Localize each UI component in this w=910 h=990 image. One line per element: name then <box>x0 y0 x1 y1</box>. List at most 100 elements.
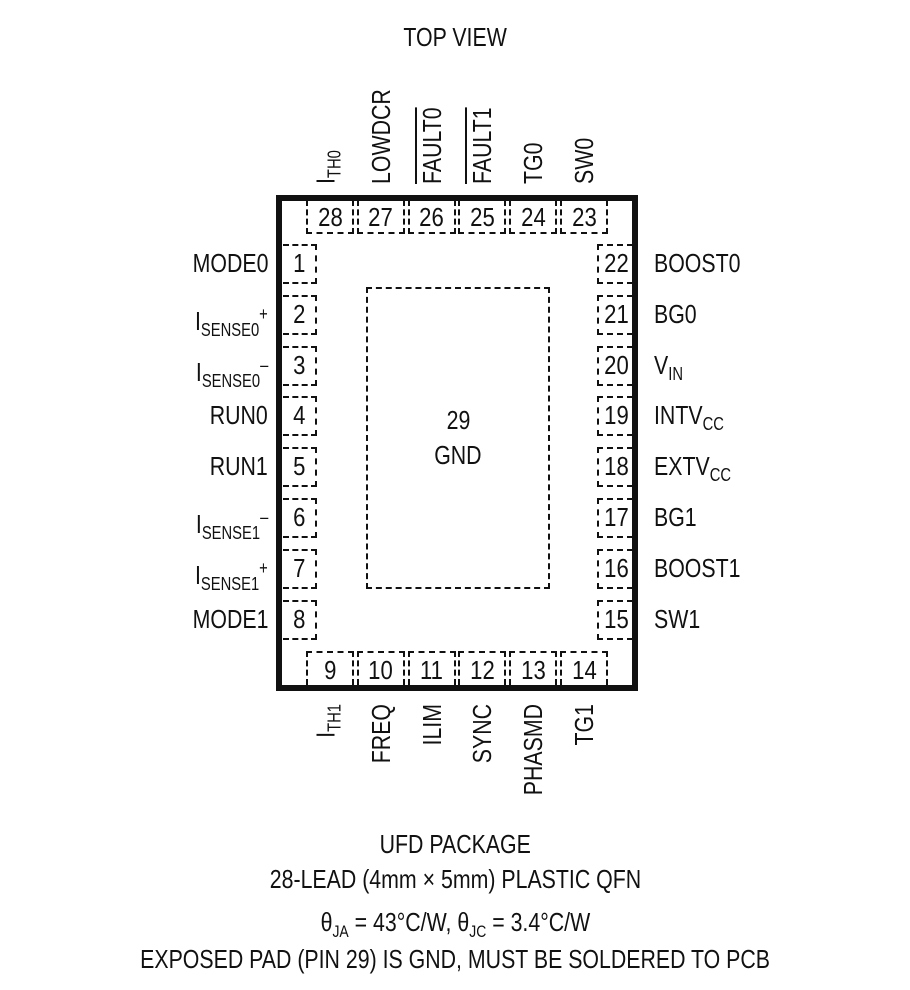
pin-number: 10 <box>368 655 394 685</box>
pin-21: 21 <box>597 294 633 335</box>
pin-number: 14 <box>571 655 597 685</box>
pin-label-main: SW1 <box>654 603 701 634</box>
pin-13: 13 <box>509 651 558 685</box>
pin-19: 19 <box>597 396 633 437</box>
pin-8: 8 <box>283 599 317 640</box>
pin-label-25: FAULT1 <box>467 91 497 184</box>
pin-label-text: ISENSE1+ <box>195 553 268 599</box>
pin-label-subscript: CC <box>702 414 724 435</box>
pin-number: 23 <box>571 202 597 232</box>
pin-number: 25 <box>470 202 495 232</box>
pin-label-text: MODE0 <box>192 248 268 278</box>
pin-label-main: I <box>310 731 341 738</box>
pin-number: 15 <box>603 603 629 634</box>
pin-number: 5 <box>292 451 306 482</box>
pin-label-main: BOOST1 <box>654 552 741 583</box>
pin-label-main: MODE0 <box>192 248 268 278</box>
package-name: UFD PACKAGE <box>379 829 531 859</box>
pin-label-text: TG1 <box>569 704 599 745</box>
pin-25: 25 <box>458 200 507 234</box>
pin-label-text: FAULT1 <box>467 107 497 184</box>
pin-22: 22 <box>597 244 633 284</box>
pin-label-superscript: + <box>259 557 268 578</box>
pin-label-4: RUN0 <box>197 400 268 430</box>
pin-7: 7 <box>283 548 317 589</box>
pin-11: 11 <box>407 651 456 685</box>
pin-label-text: EXTVCC <box>654 451 731 490</box>
pin-label-text: LOWDCR <box>366 89 396 184</box>
pin-label-6: ISENSE1– <box>180 502 268 548</box>
pin-label-main: TG1 <box>569 704 599 746</box>
thermal-text: θ <box>320 907 333 937</box>
pin-label-2: ISENSE0+ <box>179 299 268 345</box>
pin-label-text: FREQ <box>366 704 396 763</box>
pin-label-14: TG1 <box>569 704 599 755</box>
pin-label-subscript: SENSE0 <box>201 319 260 340</box>
thermal-subscript: JC <box>468 922 486 941</box>
pin-label-17: BG1 <box>654 502 706 532</box>
pin-9: 9 <box>306 651 354 685</box>
pin-23: 23 <box>560 200 608 234</box>
pin-label-text: ISENSE0– <box>196 350 268 396</box>
pin-label-subscript: SENSE1 <box>201 573 260 594</box>
pin-label-main: I <box>195 509 202 539</box>
pin-label-text: ITH1 <box>311 704 350 738</box>
pin-label-8: MODE1 <box>176 604 268 634</box>
pin-number: 24 <box>520 202 546 232</box>
package-outline <box>276 195 638 691</box>
pin-label-5: RUN1 <box>197 451 268 481</box>
pin-label-subscript: IN <box>668 363 683 384</box>
pin-label-superscript: – <box>259 354 268 375</box>
pin-label-main: FAULT0 <box>416 107 447 184</box>
pin-label-1: MODE0 <box>176 248 268 278</box>
pin-label-main: RUN0 <box>209 400 268 431</box>
pin-label-18: EXTVCC <box>654 451 748 490</box>
pin-label-text: TG0 <box>518 143 548 184</box>
pin-label-3: ISENSE0– <box>180 350 268 396</box>
pin-label-text: INTVCC <box>654 400 724 439</box>
pin-number: 26 <box>419 202 444 232</box>
thermal-text: = 3.4°C/W <box>485 907 590 937</box>
pin-label-19: INTVCC <box>654 400 739 439</box>
thermal-subscript: JA <box>332 922 349 941</box>
pin-label-main: FREQ <box>365 704 396 764</box>
pin-label-text: MODE1 <box>192 604 268 634</box>
pin-label-superscript: + <box>259 303 268 324</box>
pin-label-20: VIN <box>654 350 689 389</box>
pin-number: 16 <box>603 552 629 583</box>
pin-18: 18 <box>597 447 633 488</box>
pin-label-main: I <box>195 305 202 336</box>
pin-label-15: SW1 <box>654 604 710 634</box>
pin-label-main: INTV <box>654 400 703 431</box>
pin-label-main: V <box>654 349 669 380</box>
pin-label-main: LOWDCR <box>365 89 396 184</box>
pin-14: 14 <box>560 651 608 685</box>
pin-label-main: FAULT1 <box>467 107 498 184</box>
pin-label-main: ILIM <box>416 704 447 746</box>
exposed-pad-number: 29 <box>446 405 470 435</box>
pin-number: 1 <box>292 248 306 278</box>
pin-28: 28 <box>306 200 354 234</box>
pin-3: 3 <box>283 345 317 386</box>
pin-label-text: BOOST1 <box>654 553 740 583</box>
pin-label-text: SW1 <box>654 604 700 634</box>
pin-label-22: BOOST0 <box>654 248 759 278</box>
pin-number: 13 <box>520 655 546 685</box>
exposed-pad-name: GND <box>434 440 482 470</box>
pin-label-12: SYNC <box>467 704 497 776</box>
pin-number: 3 <box>292 349 306 380</box>
pin-2: 2 <box>283 294 317 335</box>
pin-5: 5 <box>283 447 317 488</box>
exposed-pad-note: EXPOSED PAD (PIN 29) IS GND, MUST BE SOL… <box>140 944 770 974</box>
pin-label-main: BOOST0 <box>654 248 741 278</box>
pin-number: 27 <box>368 202 394 232</box>
pin-label-main: SYNC <box>467 704 498 764</box>
pin-12: 12 <box>458 651 507 685</box>
pin-label-28: ITH0 <box>311 143 350 184</box>
pin-4: 4 <box>283 396 317 437</box>
pin-label-main: SW0 <box>569 137 599 184</box>
pin-label-subscript: CC <box>709 465 732 486</box>
pin-number: 6 <box>292 502 306 532</box>
pin-label-9: ITH1 <box>311 704 350 745</box>
pin-16: 16 <box>597 548 633 589</box>
